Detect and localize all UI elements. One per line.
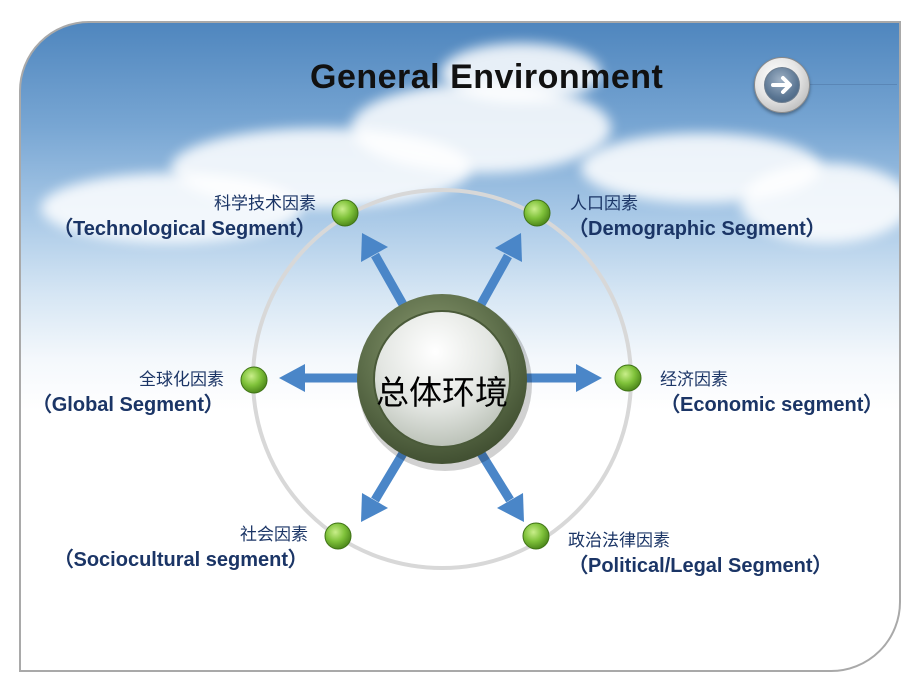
- segment-zh: 全球化因素: [139, 370, 224, 389]
- nodes: [240, 199, 642, 550]
- title-divider: [800, 84, 897, 85]
- segment-zh: 经济因素: [660, 370, 728, 389]
- arrow-demographic: [475, 253, 512, 311]
- segment-en: （Technological Segment）: [53, 218, 316, 240]
- cloud-decoration: [41, 173, 301, 243]
- arrowhead-sociocultural: [361, 493, 388, 522]
- segment-zh: 科学技术因素: [214, 194, 316, 213]
- segment-en: （Global Segment）: [31, 394, 224, 416]
- node-sociocultural: [324, 522, 352, 550]
- node-political: [522, 522, 550, 550]
- next-button[interactable]: [754, 57, 810, 113]
- segment-en: （Economic segment）: [660, 394, 884, 416]
- cloud-decoration: [741, 163, 899, 243]
- segment-demographic: 人口因素 （Demographic Segment）: [568, 195, 826, 239]
- arrow-political: [475, 447, 514, 503]
- node-technological: [331, 199, 359, 227]
- arrows: [279, 233, 602, 522]
- node-economic: [614, 364, 642, 392]
- segment-en: （Sociocultural segment）: [53, 549, 309, 571]
- arrowhead-technological: [361, 233, 388, 262]
- hub: [357, 294, 532, 471]
- node-global: [240, 366, 268, 394]
- segment-global: 全球化因素 （Global Segment）: [32, 371, 224, 415]
- segment-zh: 社会因素: [240, 525, 308, 544]
- page-title: General Environment: [310, 58, 664, 96]
- segment-zh: 人口因素: [570, 194, 638, 213]
- segment-political: 政治法律因素 （Political/Legal Segment）: [568, 532, 833, 576]
- segment-technological: 科学技术因素 （Technological Segment）: [53, 195, 316, 239]
- arrowhead-political: [497, 493, 524, 522]
- hub-inner: [373, 310, 511, 448]
- segment-en: （Demographic Segment）: [568, 218, 826, 240]
- segment-zh: 政治法律因素: [568, 531, 670, 550]
- segment-en: （Political/Legal Segment）: [568, 555, 833, 577]
- slide-frame: [19, 21, 901, 672]
- cloud-decoration: [441, 43, 601, 103]
- arrowhead-demographic: [495, 233, 522, 262]
- arrow-right-icon: [764, 67, 800, 103]
- center-label: 总体环境: [376, 373, 508, 412]
- arrowhead-global: [279, 364, 305, 392]
- arrowhead-economic: [576, 364, 602, 392]
- segment-sociocultural: 社会因素 （Sociocultural segment）: [54, 526, 309, 570]
- arrow-technological: [371, 252, 409, 311]
- arrow-sociocultural: [371, 447, 409, 503]
- node-demographic: [523, 199, 551, 227]
- segment-economic: 经济因素 （Economic segment）: [660, 371, 883, 415]
